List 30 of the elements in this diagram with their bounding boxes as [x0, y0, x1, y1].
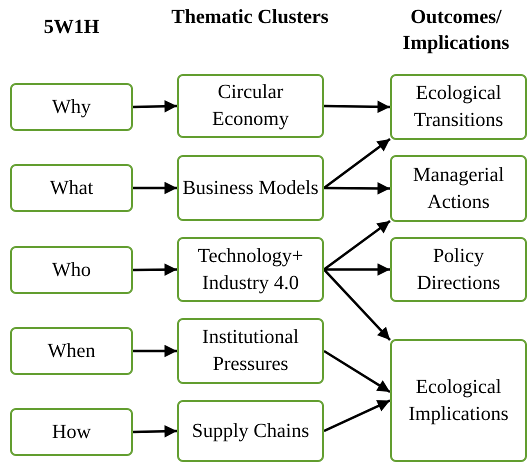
- arrow: [324, 263, 390, 276]
- process-box: Supply Chains: [177, 400, 324, 462]
- column-heading: Outcomes/ Implications: [402, 5, 510, 56]
- arrow: [323, 350, 391, 394]
- process-box: Institutional Pressures: [177, 318, 324, 384]
- process-box: Technology+ Industry 4.0: [177, 237, 324, 302]
- arrow: [324, 100, 390, 114]
- arrow: [323, 138, 391, 189]
- process-box: Ecological Transitions: [390, 74, 527, 140]
- arrow: [132, 263, 178, 276]
- process-box: Business Models: [177, 155, 324, 221]
- process-box: Managerial Actions: [390, 155, 527, 222]
- arrow: [323, 268, 391, 341]
- arrow: [133, 182, 177, 194]
- process-box: Who: [10, 246, 133, 294]
- arrow: [323, 399, 391, 432]
- arrow: [132, 425, 178, 438]
- process-box: Circular Economy: [177, 74, 324, 138]
- process-box: When: [10, 327, 133, 375]
- arrow: [132, 100, 178, 113]
- process-box: Why: [10, 83, 133, 131]
- arrow: [324, 182, 390, 195]
- process-box: Ecological Implications: [390, 339, 527, 462]
- process-box: Policy Directions: [390, 237, 527, 302]
- process-box: How: [10, 408, 133, 456]
- column-heading: Thematic Clusters: [170, 5, 330, 30]
- arrow: [133, 344, 177, 358]
- process-box: What: [10, 164, 133, 212]
- column-heading: 5W1H: [42, 15, 100, 40]
- arrow: [323, 220, 391, 270]
